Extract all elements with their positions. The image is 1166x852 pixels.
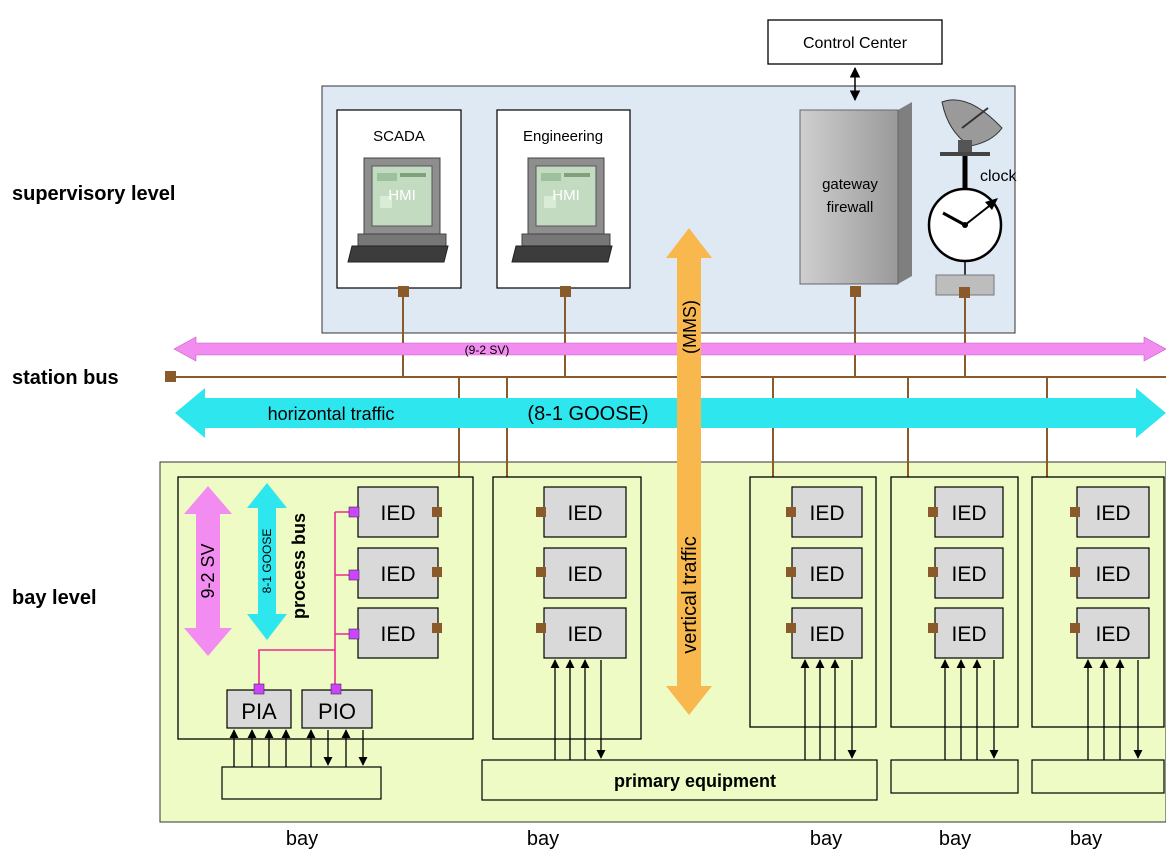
bay-label: bay — [527, 828, 559, 850]
ied-label: IED — [809, 563, 844, 586]
vertical-traffic-label: vertical traffic — [679, 536, 701, 653]
ied-label: IED — [1095, 563, 1130, 586]
bay-5-ied-stack: IED IED IED — [1076, 486, 1150, 659]
bay-5-io-arrows — [1083, 659, 1143, 760]
primary-equipment-box — [481, 759, 878, 801]
engineering-bus-port — [560, 286, 571, 297]
ied-box — [543, 547, 627, 599]
scada-computer-icon: HMI — [347, 157, 449, 263]
ied-box — [934, 486, 1004, 538]
bay-2-ied-stack: IED IED IED — [543, 486, 627, 659]
bay-4-ied-stack: IED IED IED — [934, 486, 1004, 659]
bay-level-label: bay level — [12, 587, 97, 609]
ied-label: IED — [567, 502, 602, 525]
ied-label: IED — [567, 563, 602, 586]
vertical-traffic-arrow — [666, 228, 712, 715]
horizontal-traffic-label: horizontal traffic — [268, 404, 395, 424]
bay-4-ports — [928, 507, 938, 633]
bay-1-equipment-box — [221, 766, 382, 800]
ied-box — [934, 547, 1004, 599]
ied-label: IED — [951, 623, 986, 646]
bay-1-io-arrows — [229, 729, 368, 767]
bay-label: bay — [810, 828, 842, 850]
engineering-computer-icon: HMI — [511, 157, 613, 263]
sv-traffic-label: (9-2 SV) — [465, 343, 510, 357]
satellite-dish-icon — [940, 99, 1003, 156]
clock-bus-port — [959, 287, 970, 298]
bay-4-equipment-box — [890, 759, 1019, 794]
ied-label: IED — [567, 623, 602, 646]
pia-box — [226, 689, 292, 729]
engineering-title: Engineering — [523, 128, 603, 145]
ied-box — [357, 547, 439, 599]
pio-port — [330, 683, 342, 695]
scada-title: SCADA — [373, 128, 425, 145]
process-bus-label: process bus — [289, 513, 309, 619]
ied-box — [543, 486, 627, 538]
bay-3-ied-stack: IED IED IED — [791, 486, 863, 659]
ied-label: IED — [1095, 502, 1130, 525]
bay-label: bay — [286, 828, 318, 850]
bay-5-ports — [1070, 507, 1080, 633]
ied-box — [791, 607, 863, 659]
station-bus-label: station bus — [12, 367, 119, 389]
primary-equipment-label: primary equipment — [614, 771, 776, 791]
ied-label: IED — [380, 563, 415, 586]
gateway-firewall-cabinet — [799, 102, 912, 285]
firewall-label: firewall — [827, 199, 874, 216]
bay-5-equipment-box — [1031, 759, 1165, 794]
bay-2-io-arrows — [550, 659, 606, 760]
ied-box — [1076, 547, 1150, 599]
gateway-bus-port — [850, 286, 861, 297]
clock-icon — [927, 187, 1003, 263]
ied-label: IED — [809, 623, 844, 646]
pia-label: PIA — [241, 699, 277, 724]
pia-port — [253, 683, 265, 695]
gateway-label: gateway — [822, 176, 878, 193]
sv-traffic-arrow — [173, 336, 1166, 362]
horizontal-traffic-arrow — [175, 388, 1166, 438]
bay-2-ports — [536, 507, 546, 633]
engineering-hmi-label: HMI — [552, 187, 580, 204]
station-bus-end-port — [165, 371, 176, 382]
bay-4-io-arrows — [940, 659, 999, 760]
bay-label: bay — [939, 828, 971, 850]
pio-label: PIO — [318, 699, 356, 724]
bay-goose-arrow — [247, 483, 287, 640]
goose-label: (8-1 GOOSE) — [527, 403, 648, 425]
ied-box — [543, 607, 627, 659]
bay-label: bay — [1070, 828, 1102, 850]
ied-box — [791, 486, 863, 538]
control-center-label: Control Center — [803, 35, 908, 52]
scada-hmi-label: HMI — [388, 187, 416, 204]
ied-label: IED — [380, 502, 415, 525]
bay-3-ports — [786, 507, 796, 633]
bay-sv-arrow — [184, 486, 232, 656]
ied-label: IED — [1095, 623, 1130, 646]
scada-bus-port — [398, 286, 409, 297]
bay-1-ied-stack: IED IED IED — [357, 486, 439, 659]
ied-label: IED — [380, 623, 415, 646]
clock-label: clock — [980, 168, 1017, 185]
supervisory-level-label: supervisory level — [12, 183, 175, 205]
mms-label: (MMS) — [680, 300, 700, 354]
ied-box — [1076, 486, 1150, 538]
ied-label: IED — [951, 563, 986, 586]
ied-box — [934, 607, 1004, 659]
pio-box — [301, 689, 373, 729]
bay-1-ports — [348, 506, 442, 640]
ied-label: IED — [951, 502, 986, 525]
bay-sv-label: 9-2 SV — [198, 543, 218, 598]
ied-label: IED — [809, 502, 844, 525]
bay-goose-label: 8-1 GOOSE — [260, 529, 274, 594]
control-center-box — [767, 19, 943, 65]
bay-3-io-arrows — [800, 659, 857, 760]
